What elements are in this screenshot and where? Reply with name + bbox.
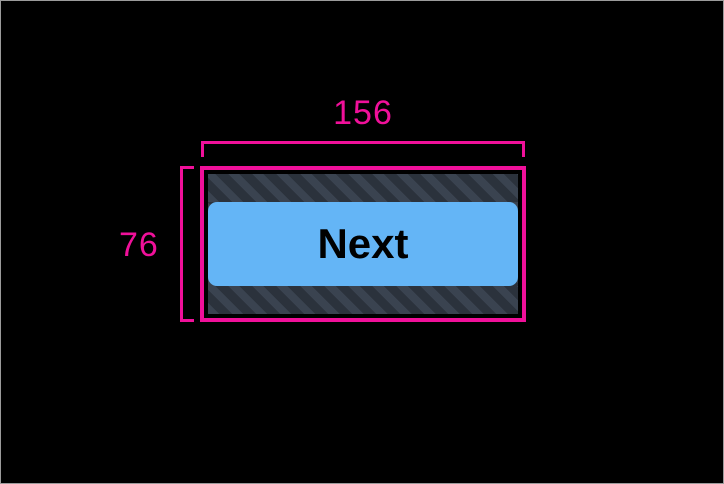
element-inner-stack: Next — [208, 174, 518, 314]
next-button[interactable]: Next — [208, 202, 518, 286]
width-dimension-label: 156 — [333, 94, 393, 132]
top-padding-hatch-band — [208, 174, 518, 202]
bottom-padding-hatch-band — [208, 286, 518, 314]
button-row: Next — [208, 202, 518, 286]
width-dimension-bracket — [201, 141, 525, 157]
height-dimension-label: 76 — [119, 226, 159, 264]
height-dimension-bracket — [180, 166, 194, 322]
element-bounding-box-highlight: Next — [200, 166, 526, 322]
